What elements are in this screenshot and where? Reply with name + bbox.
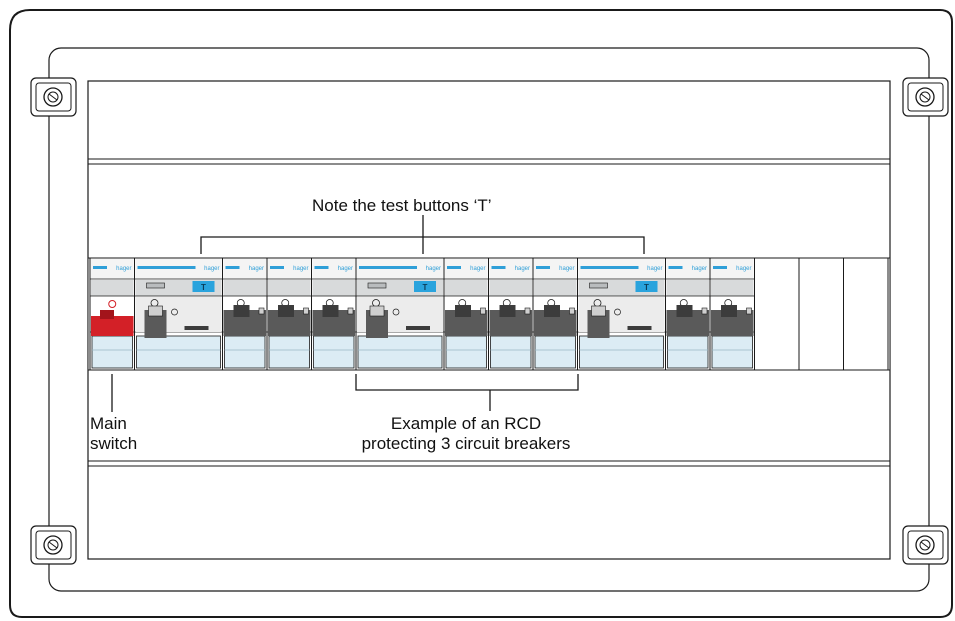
brand-label: hager xyxy=(249,266,264,272)
main-switch-toggle xyxy=(91,316,134,336)
brand-label: hager xyxy=(338,266,353,272)
mcb-module: hager xyxy=(311,257,357,371)
brand-label: hager xyxy=(116,266,131,272)
test-button xyxy=(192,281,215,292)
brand-label: hager xyxy=(204,266,219,272)
main-switch-label-line2: switch xyxy=(90,434,138,453)
mcb-module: hager xyxy=(222,257,268,371)
main-switch-module: hager xyxy=(89,257,135,371)
main-switch-label-line1: Main xyxy=(90,414,127,433)
screw-icon xyxy=(43,535,63,555)
brand-label: hager xyxy=(647,266,662,272)
mcb-module: hager xyxy=(488,257,534,371)
mcb-module: hager xyxy=(266,257,312,371)
screw-icon xyxy=(43,87,63,107)
rcd-bracket xyxy=(355,374,579,411)
rcd-toggle xyxy=(587,310,610,338)
blank-module xyxy=(754,257,800,371)
mcb-module: hager xyxy=(709,257,755,371)
test-button-label: T xyxy=(201,283,206,292)
brand-label: hager xyxy=(736,266,751,272)
brand-label: hager xyxy=(559,266,574,272)
rcd-toggle xyxy=(144,310,167,338)
brand-label: hager xyxy=(426,266,441,272)
screw-icon xyxy=(915,87,935,107)
mcb-module: hager xyxy=(532,257,578,371)
test-buttons-note: Note the test buttons ‘T’ xyxy=(312,196,492,215)
mcb-module: hager xyxy=(665,257,711,371)
test-button-label: T xyxy=(423,283,428,292)
enclosure-outline xyxy=(9,9,953,618)
rcd-toggle xyxy=(366,310,388,338)
mcb-module: hager xyxy=(443,257,489,371)
brand-label: hager xyxy=(470,266,485,272)
cover-panel xyxy=(48,47,930,592)
test-buttons-bracket xyxy=(200,215,645,254)
blank-module xyxy=(798,257,844,371)
brand-label: hager xyxy=(293,266,308,272)
screw-icon xyxy=(915,535,935,555)
brand-label: hager xyxy=(515,266,530,272)
rcd-example-label-line1: Example of an RCD xyxy=(390,414,542,433)
rcd-example-label-line2: protecting 3 circuit breakers xyxy=(361,434,571,453)
test-button xyxy=(635,281,658,292)
blank-module xyxy=(843,257,889,371)
brand-label: hager xyxy=(692,266,707,272)
test-button xyxy=(414,281,436,292)
test-button-label: T xyxy=(644,283,649,292)
